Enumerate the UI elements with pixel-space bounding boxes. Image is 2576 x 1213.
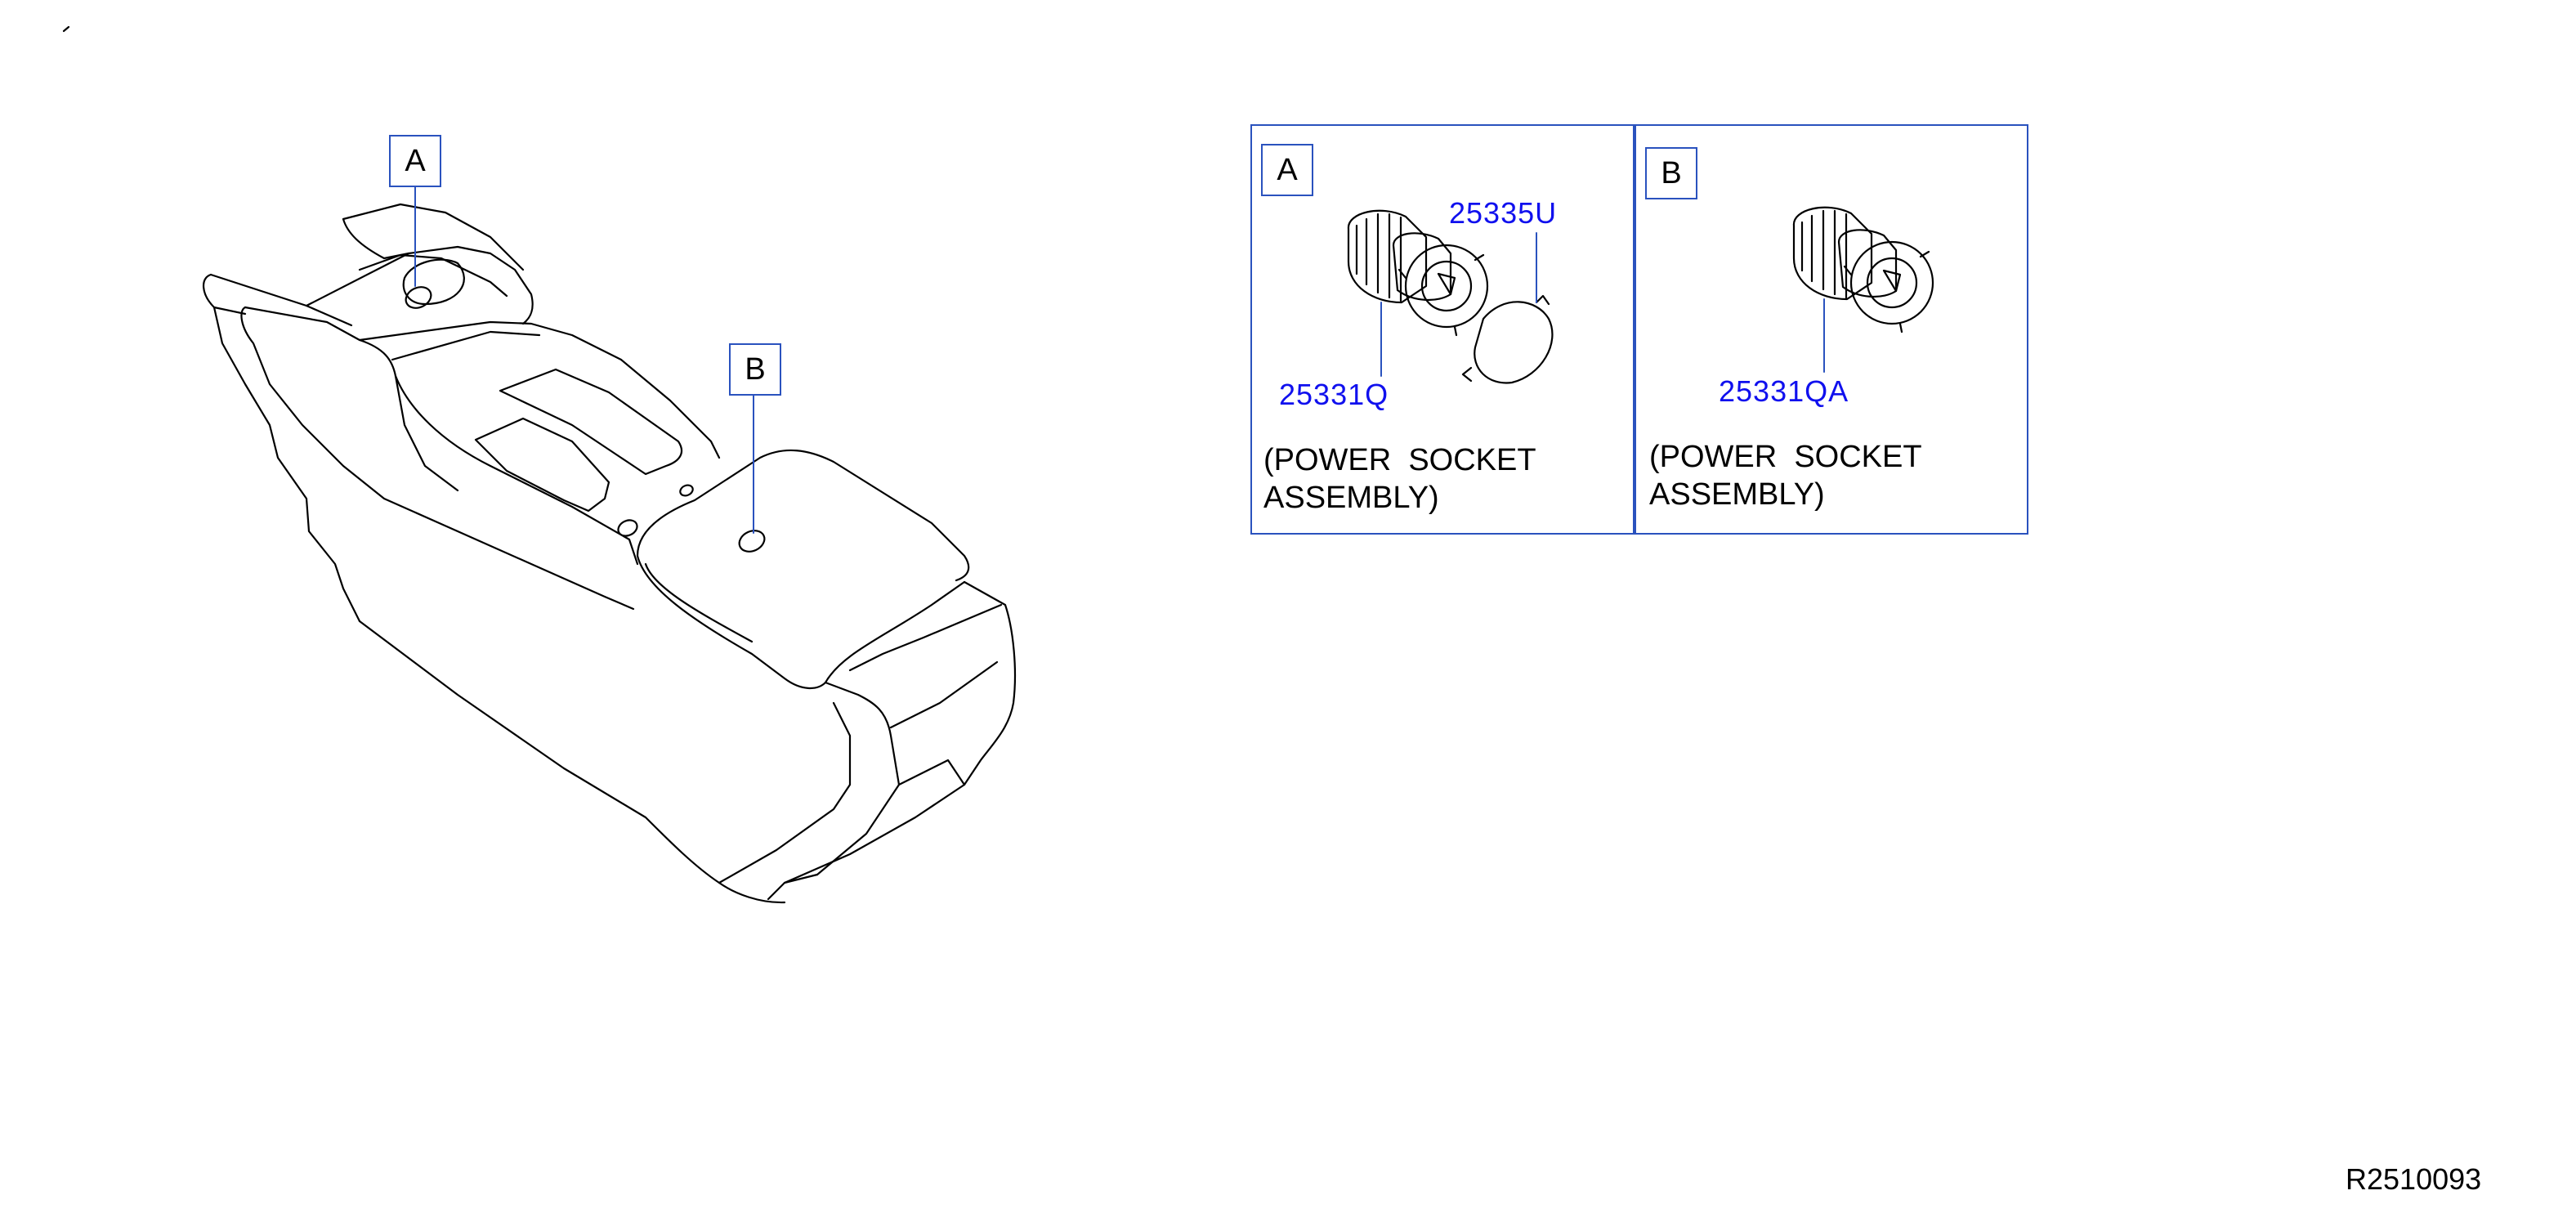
description-b-line2: ASSEMBLY) (1649, 477, 1825, 512)
detail-panel-a (1250, 124, 1636, 535)
socket-a-drawing (1347, 209, 1554, 384)
part-number-25331qa: 25331QA (1719, 374, 1849, 408)
description-b: (POWER SOCKET ASSEMBLY) (1649, 438, 1922, 513)
console-drawing (203, 203, 1017, 904)
socket-b-drawing (1792, 206, 1934, 373)
part-number-25331q: 25331Q (1279, 378, 1389, 411)
corner-mark (62, 25, 70, 33)
description-a-line1: (POWER SOCKET (1263, 443, 1536, 477)
callout-a: A (389, 135, 441, 187)
detail-b-letter: B (1645, 147, 1697, 199)
callout-b: B (729, 343, 781, 396)
description-a-line2: ASSEMBLY) (1263, 481, 1439, 515)
detail-panel-b (1633, 124, 2028, 535)
diagram-id: R2510093 (2346, 1162, 2482, 1196)
detail-a-letter: A (1261, 144, 1313, 196)
description-a: (POWER SOCKET ASSEMBLY) (1263, 441, 1536, 517)
part-number-25335u: 25335U (1449, 196, 1558, 230)
description-b-line1: (POWER SOCKET (1649, 440, 1922, 474)
